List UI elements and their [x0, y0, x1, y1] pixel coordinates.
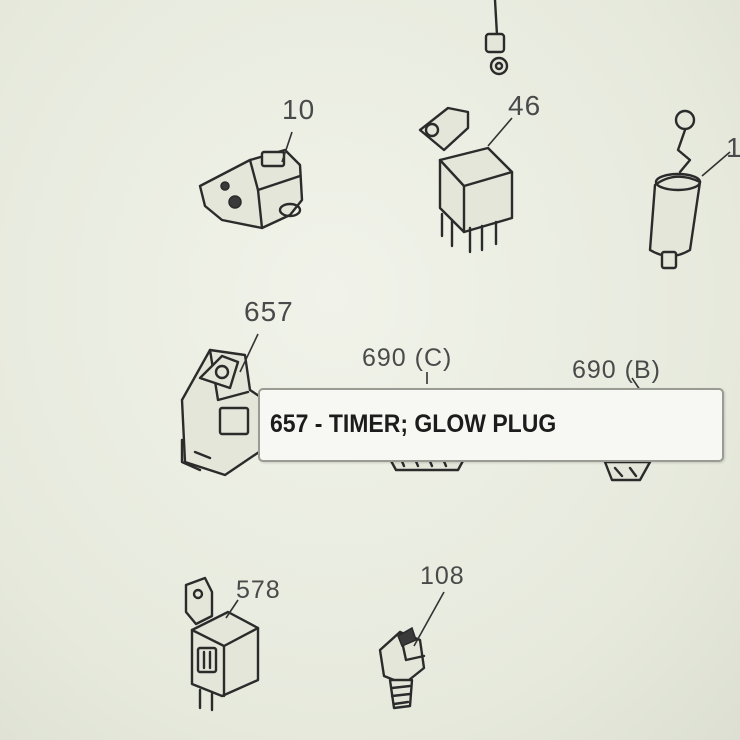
part-10-drawing[interactable] [198, 148, 304, 230]
leader-10 [281, 131, 293, 163]
part-657-drawing[interactable] [180, 348, 264, 477]
leader-108 [413, 591, 445, 647]
callout-10[interactable]: 10 [282, 94, 316, 125]
leader-657 [239, 333, 259, 373]
leader-1 [701, 151, 731, 177]
part-578-drawing[interactable] [184, 576, 260, 712]
leader-578 [225, 599, 239, 619]
part-46-drawing[interactable] [418, 106, 514, 254]
part-690b-drawing[interactable] [603, 460, 652, 482]
callout-46[interactable]: 46 [508, 90, 542, 121]
callout-657[interactable]: 657 [244, 296, 294, 327]
top-stem-part[interactable] [484, 0, 509, 76]
part-1-drawing[interactable] [648, 109, 702, 270]
part-tooltip: 657 - TIMER; GLOW PLUG [258, 388, 724, 462]
leader-46 [487, 117, 513, 147]
tooltip-text: 657 - TIMER; GLOW PLUG [270, 410, 557, 438]
callout-690b[interactable]: 690 (B) [572, 356, 661, 384]
callout-578[interactable]: 578 [236, 576, 281, 604]
part-108-drawing[interactable] [378, 626, 426, 710]
callout-1[interactable]: 1 [726, 132, 740, 163]
callout-108[interactable]: 108 [420, 562, 465, 590]
callout-690c[interactable]: 690 (C) [362, 344, 453, 372]
